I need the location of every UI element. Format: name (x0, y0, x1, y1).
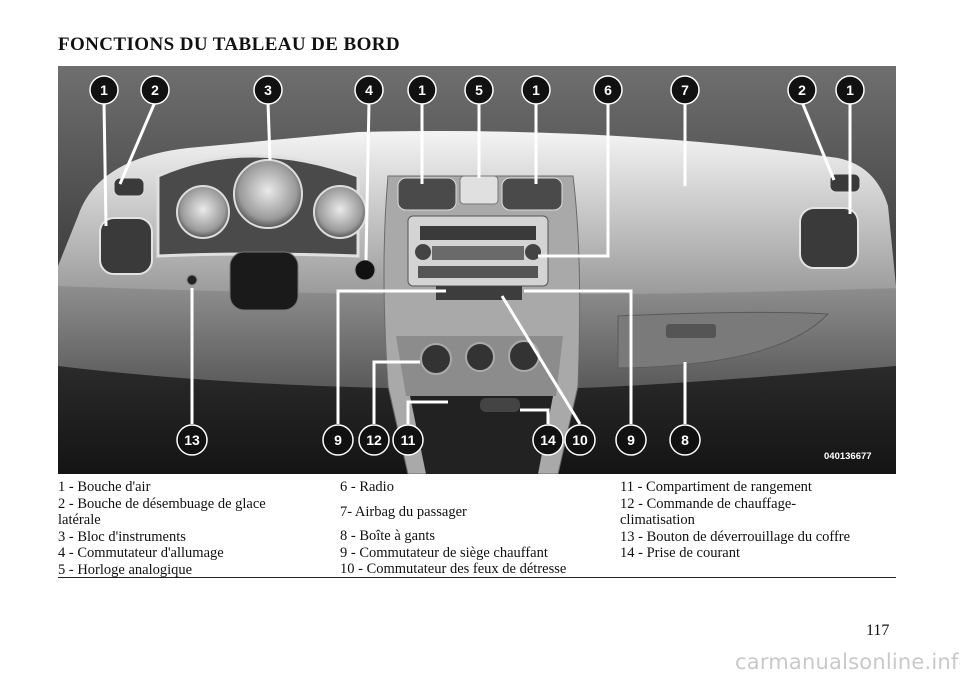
radio-display (432, 246, 524, 260)
legend-item: 4 - Commutateur d'allumage (58, 545, 224, 561)
legend-item: 11 - Compartiment de rangement (620, 479, 812, 495)
defrost-vent-right (829, 173, 861, 193)
legend-item: 7- Airbag du passager (340, 503, 467, 520)
legend-item: 9 - Commutateur de siège chauffant (340, 544, 548, 561)
legend-item: 1 - Bouche d'air (58, 479, 151, 495)
gauge-right (313, 185, 367, 239)
dashboard-figure: 1 2 3 4 1 5 1 6 7 2 1 13 9 12 11 14 10 9… (58, 66, 896, 474)
legend-item: latérale (58, 512, 101, 528)
climate-knob-right (508, 340, 540, 372)
radio-knob-right (525, 244, 541, 260)
callout-7-airbag: 7 (670, 75, 700, 105)
callout-14-power-outlet: 14 (532, 424, 564, 456)
svg-text:1: 1 (532, 82, 540, 98)
svg-text:12: 12 (366, 432, 382, 448)
legend-item: 6 - Radio (340, 479, 394, 495)
legend: 1 - Bouche d'air 2 - Bouche de désembuag… (58, 479, 896, 578)
shifter-boot (410, 396, 553, 474)
legend-item: 5 - Horloge analogique (58, 561, 193, 578)
callout-4-ignition: 4 (354, 75, 384, 105)
svg-text:14: 14 (540, 432, 556, 448)
legend-column-3: 11 - Compartiment de rangement 12 - Comm… (620, 479, 896, 562)
callout-9-heated-seat-left: 9 (322, 424, 354, 456)
legend-item: 13 - Bouton de déverrouillage du coffre (620, 528, 851, 545)
callout-1-vent-left: 1 (89, 75, 119, 105)
radio-preset-buttons (418, 266, 538, 278)
svg-text:9: 9 (627, 432, 635, 448)
callout-13-trunk-release: 13 (176, 424, 208, 456)
ignition-switch (354, 259, 376, 281)
climate-knob-left (420, 343, 452, 375)
svg-text:2: 2 (151, 82, 159, 98)
vent-right (799, 207, 859, 269)
legend-column-2: 6 - Radio 7- Airbag du passager 8 - Boît… (340, 479, 608, 578)
callout-11-storage: 11 (392, 424, 424, 456)
svg-text:7: 7 (681, 82, 689, 98)
legend-item: 8 - Boîte à gants (340, 528, 436, 544)
figure-code: 040136677 (824, 451, 872, 462)
speedometer (233, 159, 303, 229)
legend-item: 12 - Commande de chauffage- (620, 495, 797, 512)
vent-left (99, 217, 153, 275)
center-vent-right (501, 177, 563, 211)
trunk-release-button (186, 274, 198, 286)
callout-1-vent-right: 1 (835, 75, 865, 105)
callout-2-defrost-left: 2 (140, 75, 170, 105)
legend-item: 2 - Bouche de désembuage de glace (58, 495, 266, 512)
glovebox-handle (666, 324, 716, 338)
callout-12-climate: 12 (358, 424, 390, 456)
callouts-bottom: 13 9 12 11 14 10 9 8 (176, 424, 701, 456)
steering-column (229, 251, 299, 311)
svg-text:13: 13 (184, 432, 200, 448)
defrost-vent-left (113, 177, 145, 197)
switch-bank (436, 286, 522, 300)
legend-item: climatisation (620, 512, 695, 528)
legend-column-1: 1 - Bouche d'air 2 - Bouche de désembuag… (58, 479, 328, 578)
page-number: 117 (866, 622, 890, 639)
legend-item: 14 - Prise de courant (620, 545, 740, 561)
watermark: carmanualsonline.info (735, 650, 960, 674)
callout-3-cluster: 3 (253, 75, 283, 105)
svg-text:4: 4 (365, 82, 373, 98)
legend-item: 3 - Bloc d'instruments (58, 528, 186, 545)
callout-1-vent-center-right: 1 (521, 75, 551, 105)
radio-cd-slot (420, 226, 536, 240)
callout-1-vent-center-left: 1 (407, 75, 437, 105)
svg-text:5: 5 (475, 82, 483, 98)
svg-text:9: 9 (334, 432, 342, 448)
center-vent-left (397, 177, 457, 211)
callouts-top: 1 2 3 4 1 5 1 6 7 2 1 (89, 75, 865, 105)
svg-text:10: 10 (572, 432, 588, 448)
svg-text:2: 2 (798, 82, 806, 98)
power-outlet (480, 398, 520, 412)
callout-2-defrost-right: 2 (787, 75, 817, 105)
svg-text:8: 8 (681, 432, 689, 448)
legend-item: 10 - Commutateur des feux de détresse (340, 561, 567, 577)
svg-text:3: 3 (264, 82, 272, 98)
page-title: FONCTIONS DU TABLEAU DE BORD (58, 34, 400, 55)
radio-knob-left (415, 244, 431, 260)
svg-text:1: 1 (418, 82, 426, 98)
leader-lines (102, 101, 852, 425)
climate-knob-center (465, 342, 495, 372)
svg-text:1: 1 (846, 82, 854, 98)
callout-9-heated-seat-right: 9 (615, 424, 647, 456)
callout-6-radio: 6 (593, 75, 623, 105)
svg-text:1: 1 (100, 82, 108, 98)
dashboard-illustration: 1 2 3 4 1 5 1 6 7 2 1 13 9 12 11 14 10 9… (58, 66, 896, 474)
svg-text:6: 6 (604, 82, 612, 98)
svg-text:11: 11 (401, 432, 416, 448)
callout-8-glovebox: 8 (669, 424, 701, 456)
callout-10-hazard: 10 (564, 424, 596, 456)
callout-5-clock: 5 (464, 75, 494, 105)
gauge-left (176, 185, 230, 239)
analog-clock (459, 175, 499, 205)
